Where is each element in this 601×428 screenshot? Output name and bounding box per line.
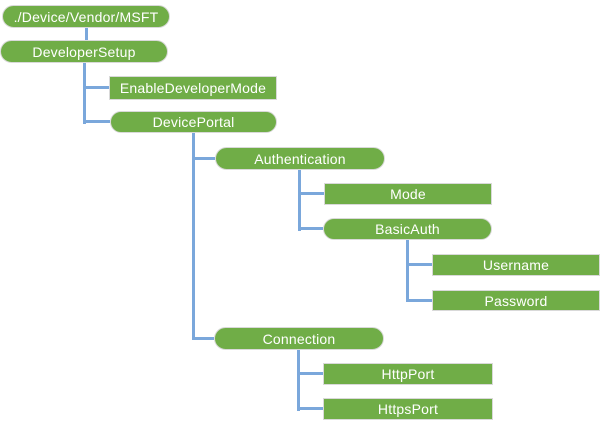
connector-branch-password — [406, 299, 432, 302]
node-authentication: Authentication — [215, 147, 385, 170]
node-basicauth: BasicAuth — [323, 218, 492, 240]
connector-branch-basicauth — [298, 227, 323, 230]
node-httpport: HttpPort — [323, 363, 493, 385]
node-developersetup: DeveloperSetup — [0, 40, 168, 63]
connector-authentication-trunk — [298, 170, 301, 231]
node-device-vendor-msft: ./Device/Vendor/MSFT — [2, 5, 170, 28]
connector-branch-username — [406, 263, 432, 266]
node-mode: Mode — [324, 183, 492, 205]
connector-developersetup-trunk — [83, 63, 86, 124]
connector-deviceportal-trunk — [192, 133, 195, 340]
connector-branch-httpport — [297, 372, 323, 375]
connector-branch-mode — [298, 192, 324, 195]
node-password: Password — [432, 290, 600, 311]
connector-branch-connection — [192, 337, 214, 340]
connector-branch-authentication — [192, 157, 215, 160]
node-connection: Connection — [214, 327, 384, 350]
connector-connection-trunk — [297, 350, 300, 411]
node-enabledevelopermode: EnableDeveloperMode — [109, 76, 277, 100]
node-deviceportal: DevicePortal — [110, 111, 277, 133]
connector-msft-developersetup — [85, 28, 88, 40]
connector-branch-deviceportal — [83, 120, 110, 123]
connector-branch-httpsport — [297, 407, 323, 410]
connector-basicauth-trunk — [406, 240, 409, 302]
node-httpsport: HttpsPort — [323, 398, 493, 420]
connector-branch-enabledevelopermode — [83, 86, 109, 89]
node-username: Username — [432, 254, 600, 276]
